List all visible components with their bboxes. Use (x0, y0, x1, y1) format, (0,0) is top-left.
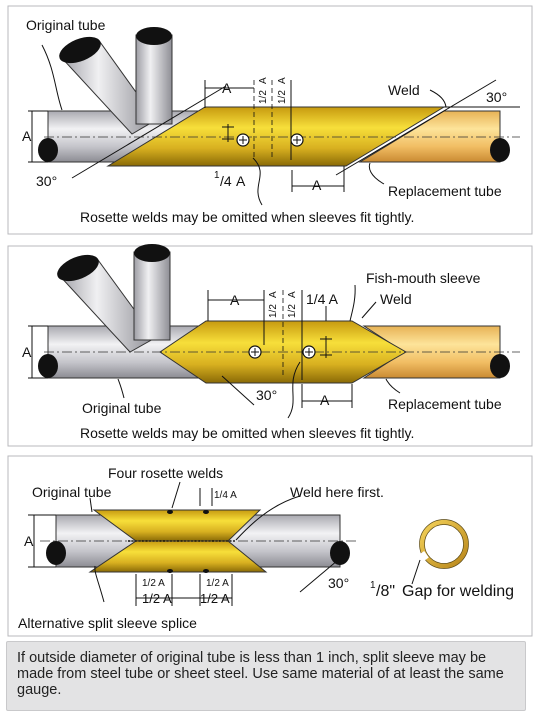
leader-original-1 (41, 44, 63, 111)
sleeve-1 (106, 106, 446, 167)
leader-replacement-1 (368, 162, 385, 185)
label-four-rosette-3: Four rosette welds (108, 465, 223, 481)
label-weld-2: Weld (380, 291, 412, 307)
panel-1: Original tube Weld 30° 30° A 1/2 A 1/2 A… (7, 5, 533, 235)
leader-alt-split-3 (94, 565, 105, 603)
label-gap-den: /8" (376, 583, 395, 600)
tube-end-3b (330, 541, 350, 565)
label-half-2-2: 1/2 (287, 304, 298, 318)
panel-2: Fish-mouth sleeve Weld A 1/2 A 1/2 A 1/4… (7, 244, 533, 447)
branch-end-2b (134, 244, 170, 262)
leader-weld-first-3 (235, 495, 301, 541)
panel-3: Four rosette welds 1/4 A Original tube W… (7, 455, 533, 637)
label-half-2-1: 1/2 (268, 304, 279, 318)
branch-end-2a (57, 254, 99, 282)
gap-ring-outer (419, 519, 469, 569)
rosette-weld-3c (167, 569, 173, 573)
rosette-cross-2b (305, 348, 313, 356)
label-fish-mouth-2: Fish-mouth sleeve (366, 270, 481, 286)
rosette-weld-3d (203, 569, 209, 573)
label-original-tube-3: Original tube (32, 484, 112, 500)
tube-end-2b (490, 354, 510, 378)
label-quarter-unit-1: A (236, 173, 246, 189)
label-replacement-tube-2: Replacement tube (388, 396, 502, 412)
rosette-cross-1b (293, 136, 301, 144)
tube-end-1 (38, 138, 58, 162)
leader-original-3 (89, 497, 93, 513)
label-weld-first-3: Weld here first. (290, 484, 384, 500)
label-alt-split-3: Alternative split sleeve splice (18, 615, 197, 631)
label-half-a-3-2: 1/2 A (206, 578, 229, 589)
leader-gap (411, 559, 421, 585)
tube-end-3a (46, 541, 66, 565)
leader-rosette-2 (287, 361, 301, 419)
leader-replacement-2 (385, 378, 401, 394)
leader-original-2 (117, 378, 125, 399)
label-quarter-den-1: /4 (220, 173, 232, 189)
angle-line-left-1 (71, 85, 227, 179)
branch-end-1b (136, 27, 172, 45)
angle-line-right-1 (335, 79, 497, 176)
label-a-bottom-1: A (312, 177, 322, 193)
tube-end-2 (38, 354, 58, 378)
label-angle-3: 30° (328, 575, 349, 591)
angle-line-3 (299, 554, 345, 593)
label-quarter-num-1: 1 (214, 170, 220, 181)
leader-weld-2 (361, 301, 377, 319)
label-half-a-3-4: 1/2 A (200, 591, 230, 606)
label-a-left-1: A (22, 128, 32, 144)
label-a-left-3: A (24, 533, 34, 549)
label-angle-right-1: 30° (486, 89, 507, 105)
rosette-cross-2a (251, 348, 259, 356)
label-angle-2: 30° (256, 387, 277, 403)
label-replacement-tube-1: Replacement tube (388, 183, 502, 199)
label-half-1: 1/2 (258, 90, 269, 104)
note-text: If outside diameter of original tube is … (17, 650, 504, 698)
gap-cut (419, 551, 429, 561)
branch-tube-1b (135, 34, 173, 125)
label-angle-left-1: 30° (36, 173, 57, 189)
label-quarter-a-2: 1/4 A (306, 291, 339, 307)
label-half-a-3-3: 1/2 A (142, 591, 172, 606)
label-half-2: 1/2 (277, 90, 288, 104)
label-a-bottom-2: A (320, 392, 330, 408)
label-half-2-2b: A (287, 291, 298, 298)
leader-weld-1 (429, 89, 447, 108)
gap-ring (419, 519, 469, 569)
gap-ring-inner (424, 524, 464, 564)
label-weld-1: Weld (388, 82, 420, 98)
label-a-left-2: A (22, 344, 32, 360)
label-half-1b: A (258, 77, 269, 84)
label-original-tube-1: Original tube (26, 17, 106, 33)
label-a-top-2: A (230, 292, 240, 308)
label-a-top-1: A (222, 80, 232, 96)
rosette-weld-3b (203, 510, 209, 514)
caption-2: Rosette welds may be omitted when sleeve… (80, 425, 414, 441)
rosette-weld-3a (167, 510, 173, 514)
label-half-2b: A (277, 77, 288, 84)
leader-rosette-1 (252, 157, 263, 206)
branch-end-1a (59, 36, 101, 64)
caption-1: Rosette welds may be omitted when sleeve… (80, 209, 414, 225)
angle-line-2 (221, 375, 255, 406)
rosette-cross-1a (239, 136, 247, 144)
tube-end-1b (490, 138, 510, 162)
note-box: If outside diameter of original tube is … (6, 641, 526, 711)
label-half-2-1b: A (268, 291, 279, 298)
label-original-tube-2: Original tube (82, 400, 162, 416)
label-gap-text: Gap for welding (402, 583, 514, 600)
label-gap-num: 1 (370, 580, 376, 591)
leader-rosette-3 (171, 481, 181, 509)
branch-tube-2b (133, 251, 171, 341)
label-half-a-3-1: 1/2 A (142, 578, 165, 589)
leader-fish-2 (349, 284, 356, 322)
label-quarter-a-3: 1/4 A (214, 490, 237, 501)
